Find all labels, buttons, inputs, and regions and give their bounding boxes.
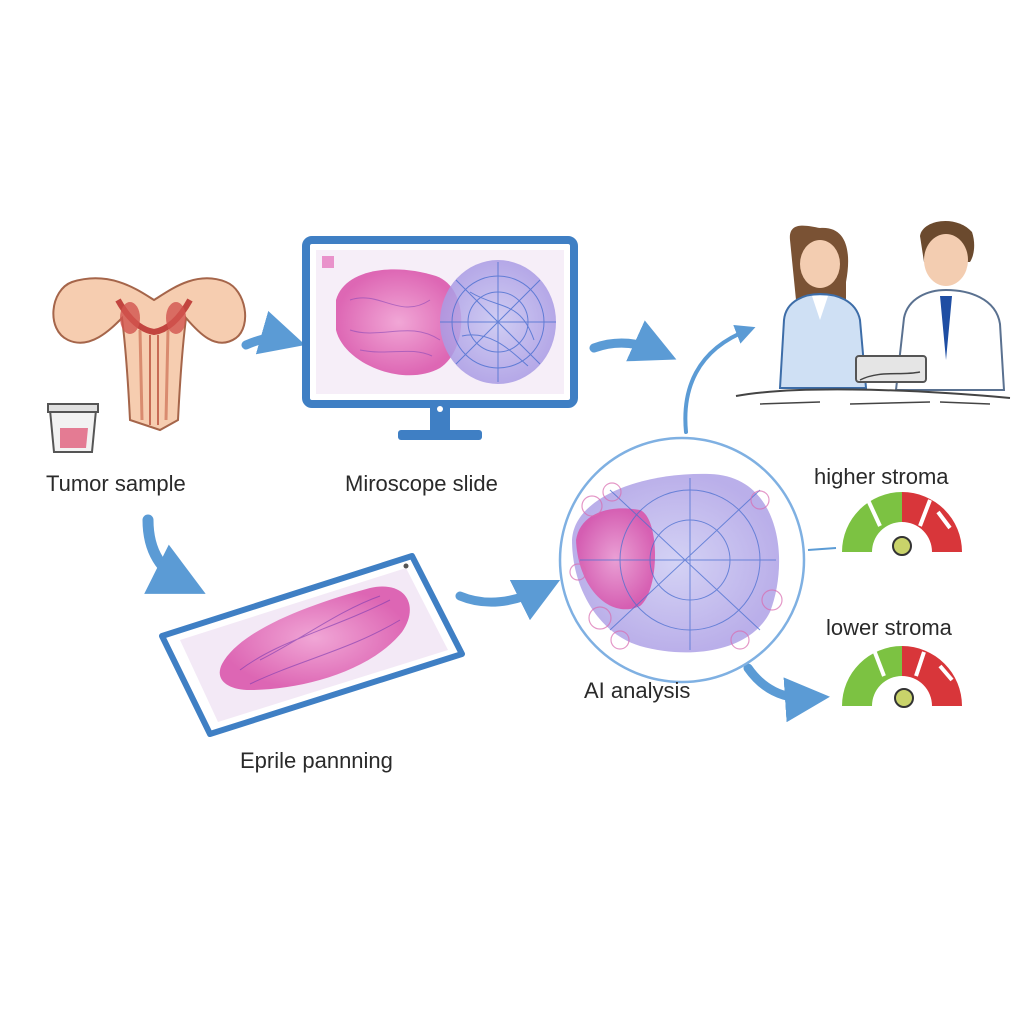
slide-tissue-image bbox=[322, 256, 556, 384]
arrow-sample-to-monitor bbox=[241, 310, 306, 355]
scanner-tablet bbox=[159, 553, 465, 737]
ai-analysis-circle bbox=[558, 436, 806, 684]
lower-stroma-gauge bbox=[842, 646, 962, 708]
arrow-scanner-to-analysis bbox=[455, 579, 561, 621]
arrow-monitor-to-analysis bbox=[589, 320, 677, 362]
sample-cup-icon bbox=[47, 403, 99, 453]
microscope-slide-label: Miroscope slide bbox=[345, 471, 498, 496]
connector-analysis-to-higher bbox=[807, 547, 837, 551]
higher-stroma-gauge bbox=[842, 492, 962, 556]
arrow-sample-to-scanner bbox=[142, 514, 206, 594]
lower-stroma-label: lower stroma bbox=[826, 615, 953, 640]
uterus-illustration bbox=[52, 277, 246, 432]
ai-analysis-label: AI analysis bbox=[584, 678, 690, 703]
arrow-analysis-to-lower bbox=[743, 663, 830, 723]
arrow-analysis-to-pathologists bbox=[683, 324, 756, 434]
higher-stroma-label: higher stroma bbox=[814, 464, 949, 489]
scanning-label: Eprile pannning bbox=[240, 748, 393, 773]
tumor-sample-label: Tumor sample bbox=[46, 471, 186, 496]
pathologists-illustration bbox=[735, 220, 1011, 405]
